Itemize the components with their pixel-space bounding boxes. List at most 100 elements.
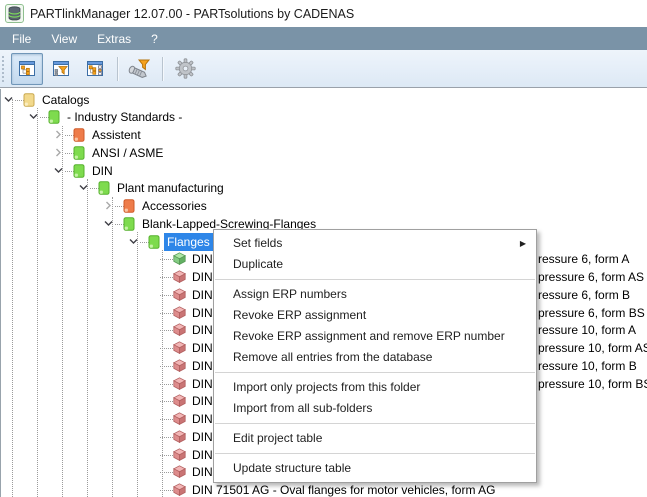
tree-label[interactable]: Flanges <box>164 232 213 251</box>
tree-label[interactable]: DIN 71501 AG - Oval flanges for motor ve… <box>192 483 496 497</box>
tree-row-blank-lapped-screwing-flanges[interactable]: Blank-Lapped-Screwing-Flanges <box>1 215 647 233</box>
tree-row-industry-standards[interactable]: - Industry Standards - <box>1 108 647 126</box>
part-cube-icon <box>173 252 186 266</box>
menubar-item-view[interactable]: View <box>51 31 78 46</box>
tree-row-din-17[interactable]: DIN <box>1 392 647 410</box>
menu-item-label: Assign ERP numbers <box>233 287 347 301</box>
part-filter-button[interactable] <box>124 53 156 85</box>
tree-label[interactable]: DIN <box>192 412 213 426</box>
tree-label[interactable]: DIN <box>192 323 213 338</box>
tree-label[interactable]: ANSI / ASME <box>92 145 164 160</box>
tree-row-din-19[interactable]: DIN <box>1 428 647 446</box>
toolbar-separator <box>162 56 163 81</box>
menu-item-assign-erp-numbers[interactable]: Assign ERP numbers <box>214 284 536 305</box>
tree-label[interactable]: Blank-Lapped-Screwing-Flanges <box>142 216 317 231</box>
tree-label-fragment: pressure 10, form BS <box>538 376 647 391</box>
tree-connector <box>15 99 24 101</box>
tree-row-catalogs[interactable]: Catalogs <box>1 91 647 109</box>
toolbar-grip-handle[interactable] <box>2 55 7 82</box>
chevron-right-icon[interactable] <box>53 129 64 140</box>
tree-row-din-12[interactable]: DIN pressure 6, form BS <box>1 304 647 322</box>
tree-label-fragment: pressure 10, form AS <box>538 341 647 355</box>
tree-label[interactable]: DIN <box>192 270 213 284</box>
tree-label[interactable]: DIN <box>192 358 213 373</box>
chevron-down-icon[interactable] <box>78 182 89 193</box>
tree-label[interactable]: DIN <box>192 252 213 267</box>
tree-row-din-21[interactable]: DIN <box>1 463 647 481</box>
menu-item-import-from-all-sub-folders[interactable]: Import from all sub-folders <box>214 398 536 419</box>
tree-connector <box>65 170 74 172</box>
tree-row-assistent[interactable]: Assistent <box>1 126 647 144</box>
tree-row-flanges[interactable]: Flanges <box>1 232 647 251</box>
chevron-down-icon[interactable] <box>128 236 139 247</box>
tree-label[interactable]: DIN <box>192 305 213 320</box>
tree-connector <box>160 294 173 296</box>
folder-icon <box>98 181 110 196</box>
tree-row-din-18[interactable]: DIN <box>1 410 647 428</box>
menu-item-duplicate[interactable]: Duplicate <box>214 254 536 275</box>
tree-row-din[interactable]: DIN <box>1 162 647 180</box>
part-cube-icon <box>173 394 186 408</box>
chevron-down-icon[interactable] <box>28 111 39 122</box>
part-cube-icon <box>173 305 186 319</box>
chevron-right-icon[interactable] <box>53 147 64 158</box>
tree-row-accessories[interactable]: Accessories <box>1 197 647 215</box>
part-cube-icon <box>173 323 186 337</box>
tree-row-din-14[interactable]: DIN pressure 10, form AS <box>1 339 647 357</box>
filtered-tree-view-button[interactable] <box>45 53 77 85</box>
part-cube-icon <box>173 288 186 301</box>
toolbar-separator <box>117 56 118 81</box>
tree-row-plant-manufacturing[interactable]: Plant manufacturing <box>1 179 647 197</box>
tree-label[interactable]: DIN <box>192 429 213 444</box>
menu-separator <box>215 372 535 373</box>
tree-label[interactable]: Catalogs <box>42 92 90 107</box>
tree-label[interactable]: - Industry Standards - <box>67 110 183 125</box>
chevron-down-icon[interactable] <box>103 218 114 229</box>
tree-list-view-button[interactable] <box>79 53 111 85</box>
menubar-item-file[interactable]: File <box>12 31 32 46</box>
tree-row-din-71501-ag-oval-flanges-for-motor-vehicles-form-ag-22[interactable]: DIN 71501 AG - Oval flanges for motor ve… <box>1 481 647 497</box>
tree-label[interactable]: DIN <box>192 287 213 302</box>
tree-row-din-16[interactable]: DIN pressure 10, form BS <box>1 375 647 393</box>
tree-row-din-20[interactable]: DIN <box>1 446 647 464</box>
tree-label[interactable]: Plant manufacturing <box>117 181 224 196</box>
tree-label[interactable]: DIN <box>192 376 213 391</box>
menu-item-remove-all-entries-from-the-database[interactable]: Remove all entries from the database <box>214 347 536 368</box>
tree-connector <box>160 312 173 314</box>
tree-label[interactable]: DIN <box>192 394 213 409</box>
tree-label[interactable]: Accessories <box>142 199 207 213</box>
chevron-down-icon[interactable] <box>53 165 64 176</box>
menu-item-edit-project-table[interactable]: Edit project table <box>214 428 536 449</box>
menu-item-revoke-erp-assignment[interactable]: Revoke ERP assignment <box>214 305 536 326</box>
menubar-item-extras[interactable]: Extras <box>97 31 132 46</box>
part-cube-icon <box>173 430 186 443</box>
tree-label[interactable]: DIN <box>192 465 213 480</box>
settings-button[interactable] <box>169 53 201 85</box>
tree-connector <box>160 490 173 491</box>
chevron-down-icon[interactable] <box>3 94 14 105</box>
menu-item-set-fields[interactable]: Set fields▶ <box>214 233 536 254</box>
menu-item-revoke-erp-assignment-and-remove-erp-number[interactable]: Revoke ERP assignment and remove ERP num… <box>214 326 536 347</box>
tree-row-ansi-asme[interactable]: ANSI / ASME <box>1 144 647 162</box>
tree-label[interactable]: DIN <box>92 163 113 178</box>
menu-item-update-structure-table[interactable]: Update structure table <box>214 458 536 479</box>
menu-item-label: Duplicate <box>233 257 284 271</box>
tree-label[interactable]: DIN <box>192 447 213 462</box>
menu-separator <box>215 423 535 424</box>
part-cube-icon <box>173 359 186 372</box>
link-table-view-button[interactable] <box>11 52 43 85</box>
tree-label-fragment: pressure 6, form BS <box>538 305 645 320</box>
tree-label[interactable]: DIN <box>192 341 213 355</box>
part-cube-icon <box>173 465 186 479</box>
menu-item-import-only-projects-from-this-folder[interactable]: Import only projects from this folder <box>214 377 536 398</box>
chevron-right-icon[interactable] <box>103 200 114 211</box>
tree-label[interactable]: Assistent <box>92 128 141 142</box>
tree-connector <box>160 277 173 278</box>
menubar-item-[interactable]: ? <box>151 31 158 46</box>
menu-item-label: Import only projects from this folder <box>233 380 421 394</box>
